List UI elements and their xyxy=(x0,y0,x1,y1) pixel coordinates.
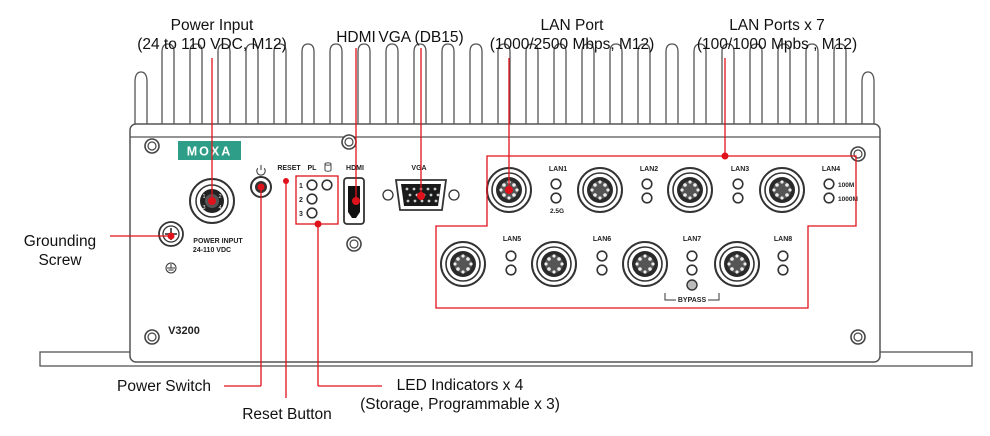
lan4-label: LAN4 xyxy=(822,166,840,173)
reset-button-callout: Reset Button xyxy=(230,405,344,424)
lan8-port xyxy=(714,241,760,287)
led-indicators-callout: LED Indicators x 4 (Storage, Programmabl… xyxy=(342,376,578,414)
panel-screw-bottom xyxy=(346,236,362,252)
vga-port xyxy=(382,179,460,211)
lan7-led-top xyxy=(686,250,698,262)
heat-sink-fins xyxy=(134,43,875,125)
hdmi-callout-line1: HDMI xyxy=(336,29,376,46)
bypass-led xyxy=(686,279,698,291)
led-storage xyxy=(321,179,333,191)
lan5-led-top xyxy=(505,250,517,262)
power-input-label: POWER INPUT xyxy=(193,238,243,245)
moxa-logo-text: MOXA xyxy=(187,145,233,159)
power-switch-callout-line1: Power Switch xyxy=(117,378,211,395)
led-3 xyxy=(306,207,318,219)
lan-port-callout-line2: (1000/2500 Mbps, M12) xyxy=(489,36,655,53)
power-input-callout: Power Input (24 to 110 VDC, M12) xyxy=(112,16,312,54)
lan-ports-x7-callout-line1: LAN Ports x 7 xyxy=(729,17,825,34)
lan8-led-top xyxy=(777,250,789,262)
power-input-callout-line1: Power Input xyxy=(170,17,254,34)
lan6-port xyxy=(531,241,577,287)
moxa-logo xyxy=(178,141,241,160)
lan4-100m-label: 100M xyxy=(838,182,854,189)
bypass-bracket xyxy=(664,293,720,301)
lan6-label: LAN6 xyxy=(593,236,611,243)
lan8-led-bottom xyxy=(777,264,789,276)
grounding-screw-callout-line2: Screw xyxy=(38,252,82,269)
led-2-label: 2 xyxy=(299,197,303,204)
lan5-port xyxy=(440,241,486,287)
power-input-pin-1: 1 xyxy=(202,194,205,200)
callout-lines xyxy=(110,48,857,398)
lan3-led-top xyxy=(732,178,744,190)
power-input-pin-4: 4 xyxy=(218,205,221,211)
led-1-label: 1 xyxy=(299,183,303,190)
lan7-port xyxy=(622,241,668,287)
lan4-led-top xyxy=(823,178,835,190)
lan-ports-x7-callout: LAN Ports x 7 (100/1000 Mpbs , M12) xyxy=(674,16,880,54)
lan3-port xyxy=(667,167,713,213)
storage-icon xyxy=(324,162,332,172)
lan7-label: LAN7 xyxy=(683,236,701,243)
lan2-led-top xyxy=(641,178,653,190)
grounding-screw-callout: Grounding Screw xyxy=(10,232,110,270)
lan2-label: LAN2 xyxy=(640,166,658,173)
corner-screw-bottom-left xyxy=(144,329,160,345)
lan4-1000m-label: 1000M xyxy=(838,196,858,203)
lan1-led-bottom xyxy=(550,192,562,204)
vga-label: VGA xyxy=(411,165,426,172)
led-3-label: 3 xyxy=(299,211,303,218)
lan6-led-top xyxy=(596,250,608,262)
power-input-pin-2: 2 xyxy=(218,194,221,200)
reset-label: RESET xyxy=(277,165,301,172)
pl-label: PL xyxy=(308,165,318,172)
vga-callout-line1: VGA (DB15) xyxy=(378,29,464,46)
lan-port-callout-line1: LAN Port xyxy=(540,17,604,34)
vga-callout: VGA (DB15) xyxy=(366,28,476,47)
bypass-label: BYPASS xyxy=(678,297,707,304)
power-input-callout-line2: (24 to 110 VDC, M12) xyxy=(137,36,287,53)
corner-screw-bottom-right xyxy=(850,329,866,345)
led-1 xyxy=(306,179,318,191)
ground-symbol-icon xyxy=(165,262,177,274)
callout-dots xyxy=(167,152,729,240)
lan1-label: LAN1 xyxy=(549,166,567,173)
lan6-led-bottom xyxy=(596,264,608,276)
lan-port-callout: LAN Port (1000/2500 Mbps, M12) xyxy=(474,16,670,54)
lan7-led-bottom xyxy=(686,264,698,276)
lan1-speed-label: 2.5G xyxy=(550,208,564,215)
corner-screw-top-left xyxy=(144,138,160,154)
lan-ports-x7-callout-line2: (100/1000 Mpbs , M12) xyxy=(696,36,858,53)
hdmi-callout: HDMI xyxy=(316,28,396,47)
power-input-range-label: 24-110 VDC xyxy=(193,247,231,254)
lan2-led-bottom xyxy=(641,192,653,204)
lan5-led-bottom xyxy=(505,264,517,276)
hdmi-label: HDMI xyxy=(346,165,364,172)
corner-screw-top-right xyxy=(850,146,866,162)
lan4-port xyxy=(759,167,805,213)
led-indicators-callout-line2: (Storage, Programmable x 3) xyxy=(360,396,560,413)
power-input-pin-3: 3 xyxy=(202,205,205,211)
lan3-label: LAN3 xyxy=(731,166,749,173)
power-symbol-icon xyxy=(256,165,266,176)
reset-button-callout-line1: Reset Button xyxy=(242,406,332,423)
lan2-port xyxy=(577,167,623,213)
led-2 xyxy=(306,193,318,205)
lan5-label: LAN5 xyxy=(503,236,521,243)
power-switch-callout: Power Switch xyxy=(104,377,224,396)
model-label: V3200 xyxy=(168,325,200,337)
grounding-screw-callout-line1: Grounding xyxy=(23,233,97,250)
lan3-led-bottom xyxy=(732,192,744,204)
lan4-led-bottom xyxy=(823,192,835,204)
lan1-led-top xyxy=(550,178,562,190)
panel-screw-top xyxy=(341,134,357,150)
lan8-label: LAN8 xyxy=(774,236,792,243)
led-indicators-callout-line1: LED Indicators x 4 xyxy=(396,377,524,394)
